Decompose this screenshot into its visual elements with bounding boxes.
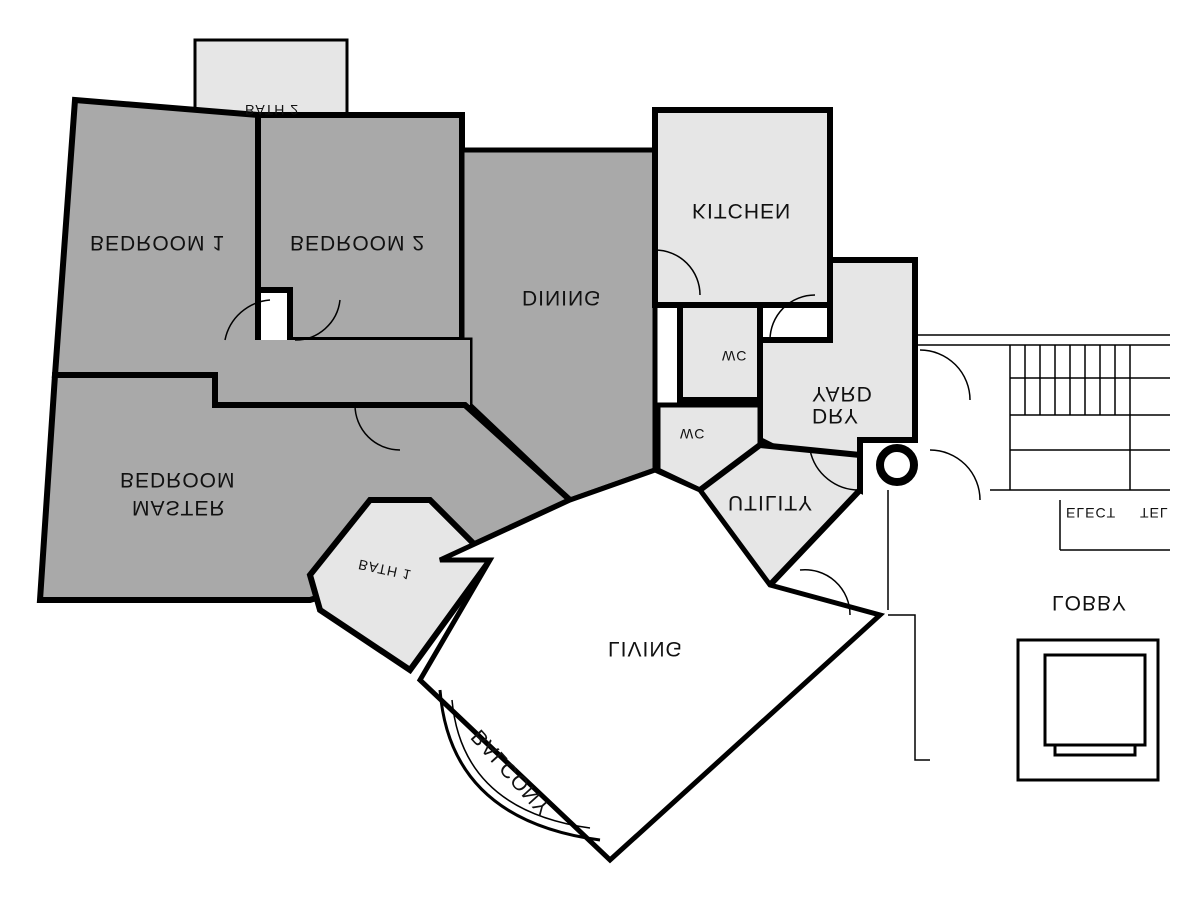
- master-bedroom-label-line2: BEDROOM: [120, 468, 236, 491]
- master-bedroom-label-line1: MASTER: [132, 496, 226, 519]
- kitchen-room: [652, 107, 833, 308]
- kitchen-label: KITCHEN: [692, 199, 792, 222]
- dining-label: DINING: [522, 286, 602, 309]
- lift-shaft: [1016, 638, 1160, 782]
- bedroom1-label: BEDROOM 1: [90, 231, 226, 254]
- wc1-label: WC: [722, 348, 748, 364]
- elect-label: ELECT: [1066, 505, 1117, 521]
- living-label: LIVING: [608, 637, 683, 660]
- bedroom2-label: BEDROOM 2: [290, 231, 426, 254]
- bedroom2-room: [255, 112, 465, 343]
- bath2-label: BATH 2: [245, 102, 299, 118]
- living-room: [416, 467, 886, 864]
- utility-label: UTILITY: [728, 491, 814, 514]
- door-arc: [224, 249, 981, 616]
- staircase: [887, 334, 1170, 782]
- balcony-arc: [438, 689, 601, 842]
- wc1-room: [677, 302, 763, 403]
- lobby-label: LOBBY: [1052, 591, 1128, 614]
- corridor: [215, 340, 470, 405]
- dry-yard-label: DRY YARD: [812, 382, 873, 427]
- wc2-label: WC: [680, 426, 706, 442]
- tel-label: TEL: [1140, 505, 1169, 521]
- shaft: [876, 444, 918, 486]
